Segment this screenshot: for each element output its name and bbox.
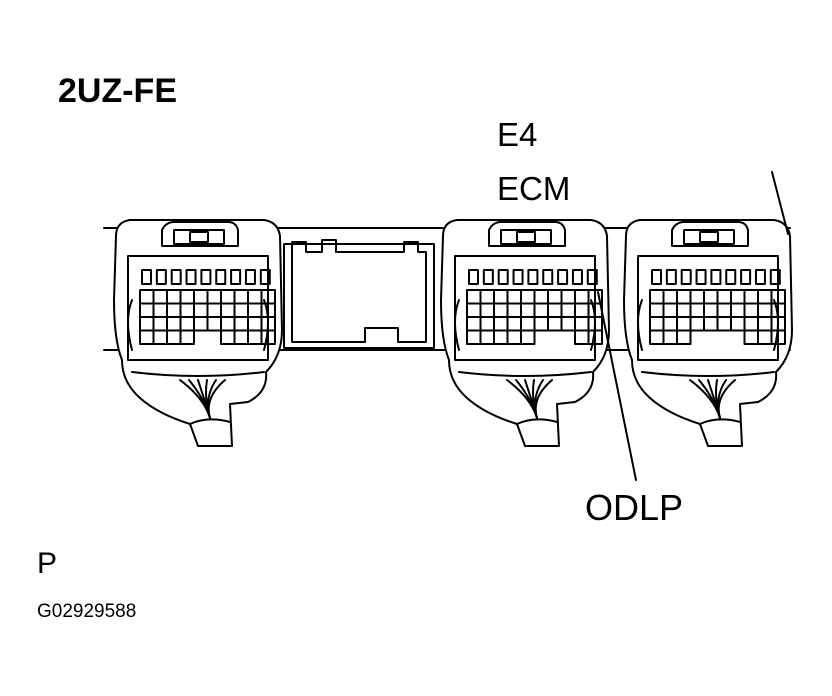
terminal-tab xyxy=(651,269,662,285)
terminal-tab xyxy=(155,269,167,285)
terminal-tab xyxy=(725,269,737,285)
connector-latch xyxy=(671,221,749,247)
terminal-cell xyxy=(179,329,195,345)
harness-wire xyxy=(717,379,736,419)
odlp-leader-line xyxy=(597,291,637,481)
terminal-cell xyxy=(676,329,692,345)
connector-id-label: E4 xyxy=(497,116,538,153)
view-marker-label: P xyxy=(37,547,58,580)
terminal-tab xyxy=(571,269,583,285)
terminal-tab xyxy=(170,269,182,285)
terminal-tab xyxy=(586,269,598,285)
terminal-tab xyxy=(665,269,677,285)
terminal-tab xyxy=(259,269,271,285)
terminal-tab xyxy=(497,269,509,285)
terminal-tab xyxy=(230,269,242,285)
e4-ecm-connector xyxy=(440,219,610,447)
connector-latch xyxy=(161,221,239,247)
terminal-tab xyxy=(185,269,197,285)
terminal-tab xyxy=(244,269,256,285)
terminal-tab xyxy=(482,269,494,285)
terminal-tab xyxy=(512,269,524,285)
terminal-tab xyxy=(542,269,554,285)
terminal-tab xyxy=(141,269,152,285)
terminal-cell xyxy=(520,329,536,345)
terminal-tab xyxy=(557,269,569,285)
terminal-tab xyxy=(200,269,212,285)
engine-code-label: 2UZ-FE xyxy=(58,72,177,110)
connector-name-label: ECM xyxy=(497,170,571,207)
terminal-tab xyxy=(468,269,479,285)
connector-latch xyxy=(488,221,566,247)
terminal-tab xyxy=(754,269,766,285)
terminal-tab xyxy=(215,269,227,285)
blank-connector-housing xyxy=(283,239,435,349)
harness-wire xyxy=(534,379,553,419)
terminal-label: ODLP xyxy=(585,487,684,528)
terminal-tab xyxy=(680,269,692,285)
harness-wire xyxy=(207,379,226,419)
terminal-tab xyxy=(527,269,539,285)
terminal-tab xyxy=(695,269,707,285)
leader-line-right xyxy=(771,171,789,235)
left-ecm-connector xyxy=(113,219,283,447)
terminal-tab xyxy=(769,269,781,285)
terminal-tab xyxy=(710,269,722,285)
right-ecm-connector xyxy=(623,219,793,447)
terminal-tab xyxy=(740,269,752,285)
figure-code-label: G02929588 xyxy=(37,601,137,622)
